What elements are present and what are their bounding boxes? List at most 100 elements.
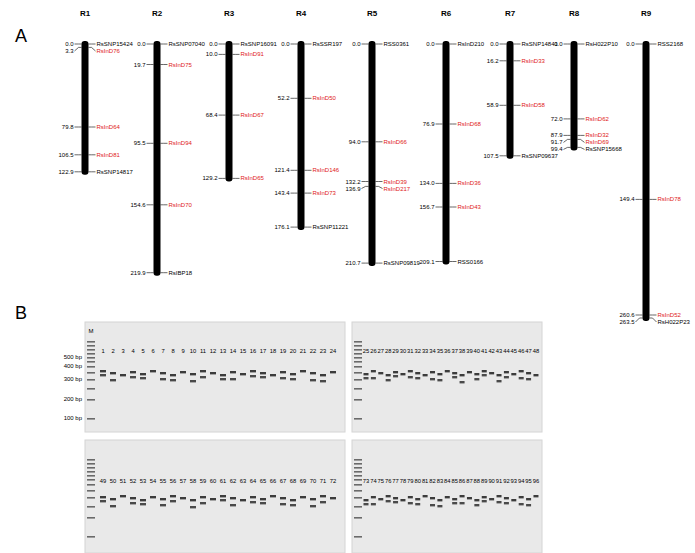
gel-band [474,378,479,380]
gel-band [150,370,156,372]
lane-number: 79 [407,479,413,485]
ladder-band [87,459,95,461]
gel-band [100,500,106,502]
gel-band [200,502,206,504]
marker-tick [376,181,383,182]
gel-band [423,495,428,497]
gel-band [240,499,246,501]
position-cm: 0.0 [554,41,562,47]
marker-name: RsInD68 [458,121,481,127]
gel-band [386,374,391,376]
marker-name: RsInD33 [522,58,545,64]
marker-tick [75,44,82,45]
ladder-band [354,341,362,343]
marker-tick [578,135,585,136]
gel-band [386,500,391,502]
position-cm: 143.4 [274,190,289,196]
gel-band [408,376,413,378]
lane-number: 82 [429,479,435,485]
lane-number: 37 [451,349,457,355]
gel-band [430,497,435,499]
ladder-band [354,463,362,465]
gel-band [300,370,306,372]
gel-band [250,370,256,372]
marker-tick [578,139,585,142]
lane-number: 77 [392,479,398,485]
position-cm: 149.4 [619,196,634,202]
gel-band [280,497,286,499]
gel-band [280,377,286,379]
marker-tick [450,183,457,184]
marker-tick [362,141,369,142]
chromosome-bar [443,41,450,265]
marker-tick [305,227,312,228]
marker-tick [564,139,571,142]
ladder-band [354,418,362,420]
gel-band [364,373,369,375]
lane-number: 52 [130,479,136,485]
marker-name: RsInD66 [384,139,407,145]
lane-number: 67 [280,479,286,485]
gel-band [378,372,383,374]
lane-number: 64 [250,479,256,485]
position-cm: 209.1 [419,259,434,265]
lane-number: 76 [385,479,391,485]
marker-tick [219,54,226,55]
panel-letter: B [15,304,27,322]
marker-name: RsInD70 [169,202,192,208]
lane-number: 24 [330,349,336,355]
position-cm: 121.4 [274,167,289,173]
position-cm: 176.1 [274,224,289,230]
gel-band [393,375,398,377]
position-cm: 129.2 [202,175,217,181]
gel-band [519,496,524,498]
gel-band [489,372,494,374]
marker-tick [291,44,298,45]
gel-band [230,504,236,506]
marker-tick [291,98,298,99]
gel-band [504,371,509,373]
lane-number: 87 [466,479,472,485]
gel-band [437,505,442,507]
gel-band [250,496,256,498]
marker-name: RsSNP14817 [97,169,133,175]
marker-tick [578,118,585,119]
lane-number: 30 [400,349,406,355]
gel-band [482,374,487,376]
ladder-band [87,467,95,469]
marker-tick [89,154,96,155]
marker-tick [305,44,312,45]
gel-band [160,498,166,500]
lane-number: 14 [230,349,236,355]
marker-tick [305,98,312,99]
gel-band [190,380,196,382]
marker-name: RsInD78 [658,196,681,202]
gel-band [270,495,276,497]
lane-number: 59 [200,479,206,485]
linkage-group-title: R4 [296,10,306,18]
lane-number: 69 [300,479,306,485]
marker-tick [450,44,457,45]
gel-band [170,379,176,381]
gel-band [460,381,465,383]
marker-name: RSS0166 [458,259,484,265]
gel-band [160,372,166,374]
ladder-band [87,345,95,347]
gel-panel [352,440,542,553]
gel-band [280,371,286,373]
gel-band [230,497,236,499]
lane-number: 34 [429,349,435,355]
lane-number: 92 [503,479,509,485]
marker-name: RsInD50 [313,95,336,101]
ladder-band [87,353,95,355]
gel-band [270,374,276,376]
ladder-band [87,399,95,401]
marker-tick [636,318,643,322]
marker-tick [75,154,82,155]
size-marker: 500 bp [64,354,82,360]
gel-band [320,495,326,497]
lane-number: 81 [422,479,428,485]
marker-name: RsSNP16091 [241,41,277,47]
lane-number: 91 [496,479,502,485]
